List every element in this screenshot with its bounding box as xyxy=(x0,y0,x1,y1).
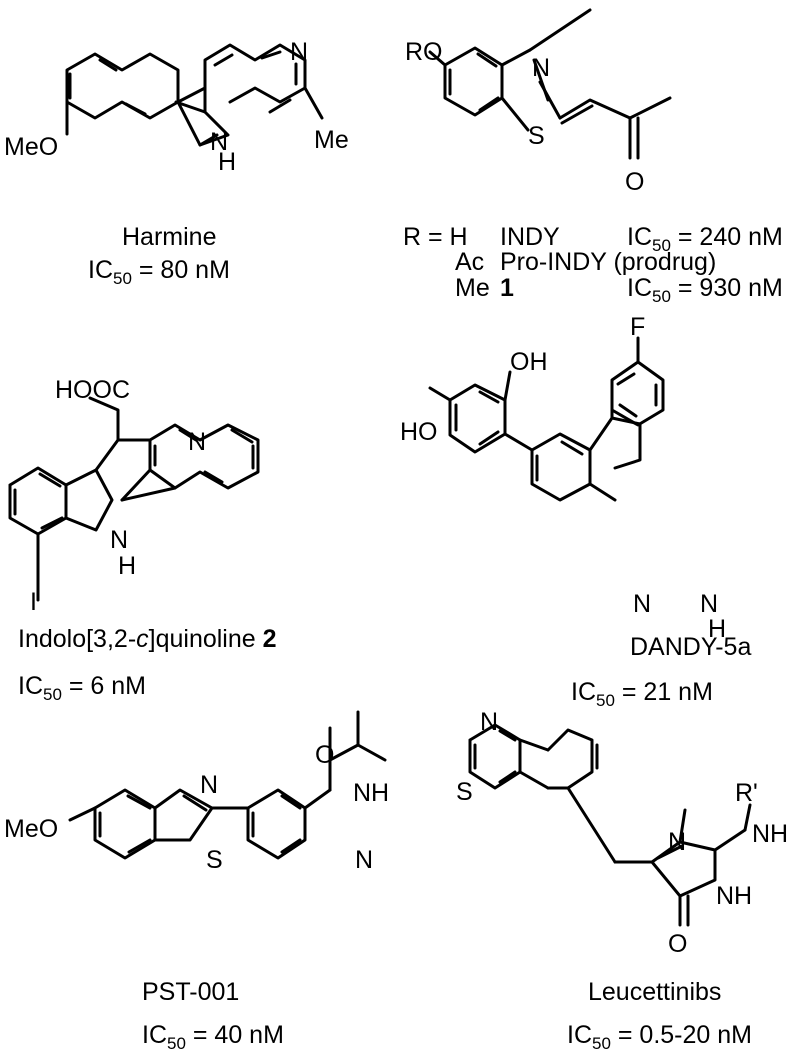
leucettinib-imidazole-n-label: N xyxy=(668,828,686,856)
leucettinib-btz-n-label: N xyxy=(480,708,498,736)
indoloquinoline-i-label: I xyxy=(30,588,37,616)
dandy-oh-label: OH xyxy=(510,348,548,376)
indoloquinoline-structure: HOOC N N H I xyxy=(8,376,260,616)
leucettinib-r-prime-label: R' xyxy=(735,779,758,807)
leucettinib-o-label: O xyxy=(668,930,687,958)
harmine-structure: N N H Me MeO xyxy=(4,38,349,176)
dandy-ic50: IC50 = 21 nM xyxy=(571,678,713,710)
ic50-value: = 40 nM xyxy=(186,1021,284,1049)
indoloquinoline-ic50: IC50 = 6 nM xyxy=(18,672,146,704)
pst001-ic50: IC50 = 40 nM xyxy=(142,1021,284,1053)
harmine-name: Harmine xyxy=(122,223,216,251)
indoloquinoline-hooc-label: HOOC xyxy=(55,376,130,404)
ic50-subscript: 50 xyxy=(113,269,132,288)
dandy-pyridine-n-label: N xyxy=(633,590,651,618)
harmine-nh-h-label: H xyxy=(218,148,236,176)
indy-n-label: N xyxy=(532,54,550,82)
ic50-subscript: 50 xyxy=(43,685,62,704)
ic50-value: = 6 nM xyxy=(62,672,146,700)
dandy-f-label: F xyxy=(630,313,645,341)
name-start: Indolo[3,2- xyxy=(18,625,136,653)
indy-row-3-r: Me xyxy=(455,274,490,302)
indoloquinoline-nh-n-label: N xyxy=(110,526,128,554)
indy-row-2-r: Ac xyxy=(455,248,484,276)
leucettinib-s-label: S xyxy=(456,778,473,806)
harmine-me-label: Me xyxy=(314,126,349,154)
leucettinib-imidazole-nh-label: NH xyxy=(716,882,752,910)
indy-row-1-ic50: IC50 = 240 nM xyxy=(627,223,783,255)
indy-row-2-name: Pro-INDY (prodrug) xyxy=(500,248,716,276)
ic50-value: = 240 nM xyxy=(671,223,783,251)
indy-row-1-r: R = H xyxy=(403,223,468,251)
indoloquinoline-nh-h-label: H xyxy=(118,552,136,580)
indy-row-3-name: 1 xyxy=(500,274,514,302)
indy-o-label: O xyxy=(625,168,644,196)
ic50-value: = 930 nM xyxy=(671,274,783,302)
leucettinib-structure: N S R' NH N NH O xyxy=(456,708,788,958)
ic50-value: = 21 nM xyxy=(615,678,713,706)
pst001-o-label: O xyxy=(315,741,334,769)
indy-row-1-name: INDY xyxy=(500,223,560,251)
indy-table: R = H INDY IC50 = 240 nM Ac Pro-INDY (pr… xyxy=(403,223,783,306)
leucettinib-name: Leucettinibs xyxy=(588,978,721,1006)
indy-ro-label: RO xyxy=(405,38,443,66)
dandy-nh-h-label: H xyxy=(708,615,726,643)
indoloquinoline-n-label: N xyxy=(188,428,206,456)
pst001-nh-label: NH xyxy=(353,779,389,807)
pst001-structure: MeO N S N NH O xyxy=(4,710,389,874)
harmine-ring-n-label: N xyxy=(290,38,308,66)
dandy-ho-label: HO xyxy=(400,418,438,446)
dandy-structure: F OH HO N N H xyxy=(400,313,726,643)
indy-row-3-ic50: IC50 = 930 nM xyxy=(627,274,783,306)
ic50-prefix: IC xyxy=(18,672,43,700)
ic50-prefix: IC xyxy=(142,1021,167,1049)
ic50-prefix: IC xyxy=(627,223,652,251)
dandy-nh-n-label: N xyxy=(700,590,718,618)
indoloquinoline-name: Indolo[3,2-c]quinoline 2 xyxy=(18,625,277,653)
ic50-prefix: IC xyxy=(88,256,113,284)
name-bold: 2 xyxy=(263,625,277,653)
pst001-pyridine-n-label: N xyxy=(355,846,373,874)
ic50-subscript: 50 xyxy=(167,1034,186,1053)
pst001-s-label: S xyxy=(206,846,223,874)
indy-s-label: S xyxy=(528,122,545,150)
ic50-value: = 80 nM xyxy=(132,256,230,284)
dandy-name: DANDY-5a xyxy=(630,633,751,661)
harmine-meo-label: MeO xyxy=(4,133,58,161)
ic50-subscript: 50 xyxy=(652,236,671,255)
ic50-prefix: IC xyxy=(567,1021,592,1049)
leucettinib-ic50: IC50 = 0.5-20 nM xyxy=(567,1021,752,1053)
name-end: ]quinoline xyxy=(149,625,263,653)
harmine-nh-n-label: N xyxy=(210,128,228,156)
ic50-subscript: 50 xyxy=(652,287,671,306)
pst001-meo-label: MeO xyxy=(4,815,58,843)
leucettinib-side-nh-label: NH xyxy=(752,820,788,848)
indy-structure: RO N S O xyxy=(405,8,672,196)
ic50-prefix: IC xyxy=(627,274,652,302)
ic50-prefix: IC xyxy=(571,678,596,706)
ic50-value: = 0.5-20 nM xyxy=(611,1021,752,1049)
pst001-n-label: N xyxy=(200,771,218,799)
ic50-subscript: 50 xyxy=(592,1034,611,1053)
ic50-subscript: 50 xyxy=(596,691,615,710)
name-italic: c xyxy=(136,625,149,653)
harmine-ic50: IC50 = 80 nM xyxy=(88,256,230,288)
pst001-name: PST-001 xyxy=(142,978,239,1006)
